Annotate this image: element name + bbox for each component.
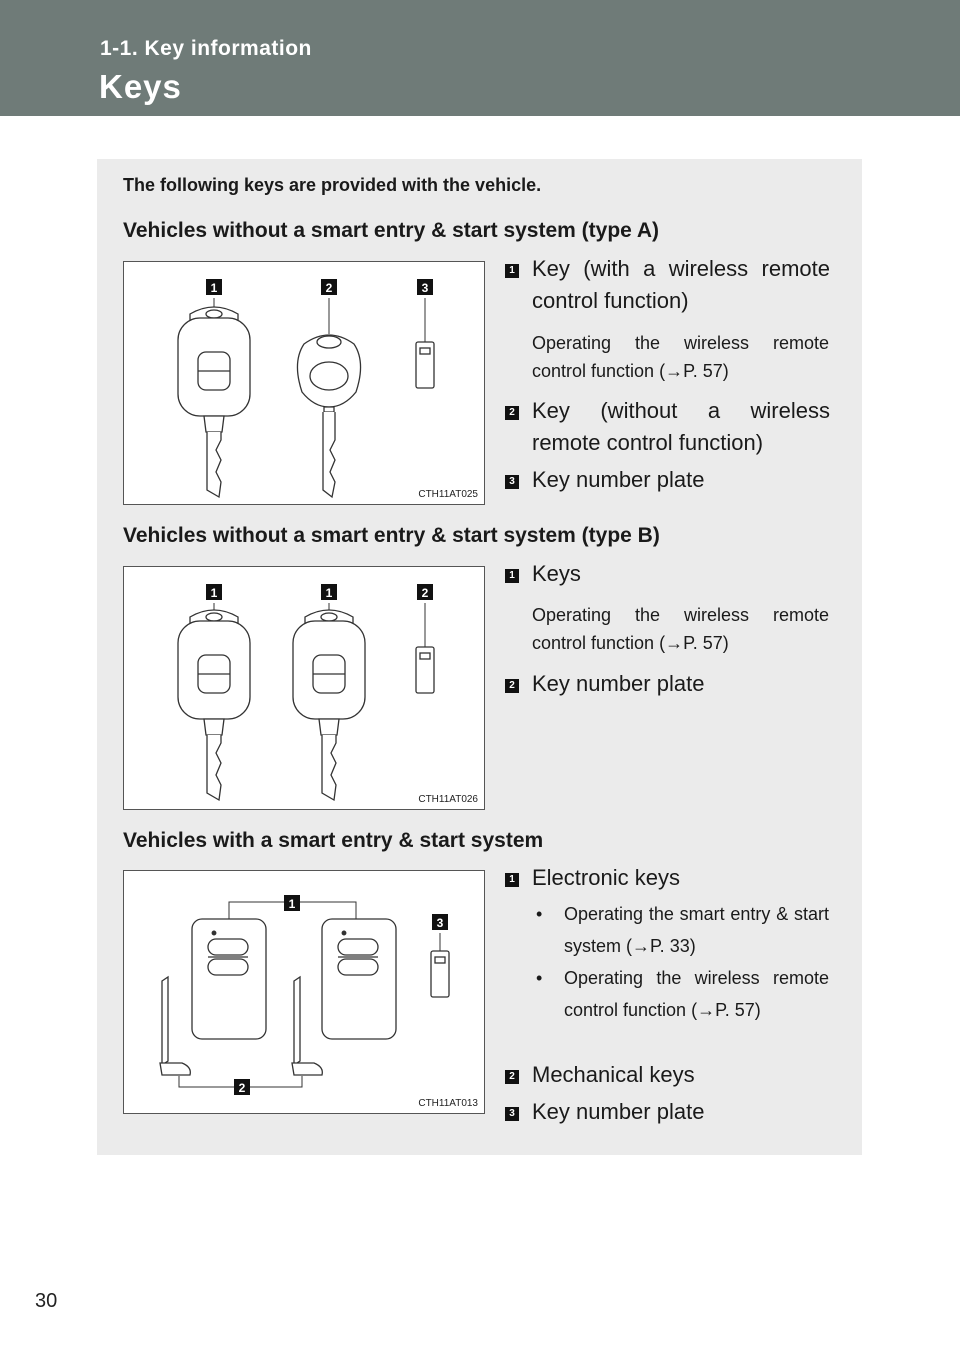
item-key-number-plate: 3 Key number plate bbox=[505, 1096, 830, 1128]
bullet-text: Operating the smart entry & start system… bbox=[564, 904, 829, 956]
keys-type-b-illustration: 1 1 2 bbox=[177, 584, 435, 802]
item-label: Mechanical keys bbox=[532, 1062, 695, 1087]
item-key-number-plate: 2 Key number plate bbox=[505, 668, 830, 700]
number-badge: 1 bbox=[505, 569, 519, 583]
item-note: Operating the wireless remote control fu… bbox=[532, 333, 829, 381]
bullet-smart-entry: • Operating the smart entry & start syst… bbox=[532, 898, 829, 962]
page-header: 1-1. Key information Keys bbox=[0, 0, 960, 116]
item-key-without-remote: 2 Key (without a wireless remote control… bbox=[505, 395, 830, 459]
mechanical-key-icon-second bbox=[291, 975, 323, 1076]
mechanical-key-icon bbox=[159, 975, 191, 1076]
item-label: Key number plate bbox=[532, 1099, 705, 1124]
svg-text:2: 2 bbox=[422, 586, 429, 600]
item-keys: 1 Keys bbox=[505, 558, 830, 590]
key-icon bbox=[296, 334, 362, 499]
page-number: 30 bbox=[35, 1290, 58, 1312]
keys-type-a-illustration: 1 2 3 bbox=[177, 279, 435, 499]
svg-text:3: 3 bbox=[422, 281, 429, 295]
electronic-key-icon-second bbox=[321, 918, 397, 1040]
heading-type-a: Vehicles without a smart entry & start s… bbox=[123, 219, 660, 242]
svg-text:1: 1 bbox=[211, 586, 218, 600]
bullet-wireless-remote: • Operating the wireless remote control … bbox=[532, 962, 829, 1026]
svg-text:1: 1 bbox=[289, 897, 296, 911]
callout-2: 2 bbox=[321, 279, 337, 334]
item-label: Electronic keys bbox=[532, 865, 680, 890]
figure-code: CTH11AT013 bbox=[418, 1098, 478, 1109]
number-badge: 2 bbox=[505, 1070, 519, 1084]
intro-text: The following keys are provided with the… bbox=[123, 175, 542, 195]
remote-key-icon bbox=[177, 306, 251, 499]
number-badge: 3 bbox=[505, 475, 519, 489]
section-label: 1-1. Key information bbox=[100, 37, 312, 60]
item-key-number-plate: 3 Key number plate bbox=[505, 464, 830, 496]
callout-2: 2 bbox=[417, 584, 433, 647]
bullet-mark: • bbox=[536, 968, 543, 988]
smart-keys-illustration: 1 2 3 bbox=[159, 895, 450, 1095]
number-badge: 1 bbox=[505, 873, 519, 887]
callout-3: 3 bbox=[432, 914, 448, 951]
key-number-plate-icon bbox=[430, 950, 450, 998]
figure-code: CTH11AT026 bbox=[418, 794, 478, 805]
bullet-text: Operating the wireless remote control fu… bbox=[564, 968, 829, 1020]
figure-smart-entry: 1 2 3 bbox=[123, 870, 485, 1114]
number-badge: 2 bbox=[505, 679, 519, 693]
svg-text:1: 1 bbox=[211, 281, 218, 295]
heading-smart-entry: Vehicles with a smart entry & start syst… bbox=[123, 829, 544, 852]
heading-type-b: Vehicles without a smart entry & start s… bbox=[123, 524, 660, 547]
item-label: Key (without a wireless remote control f… bbox=[532, 398, 830, 455]
bullet-mark: • bbox=[536, 904, 543, 924]
key-number-plate-icon bbox=[415, 341, 435, 389]
svg-text:2: 2 bbox=[326, 281, 333, 295]
figure-type-a: 1 2 3 bbox=[123, 261, 485, 505]
number-badge: 2 bbox=[505, 406, 519, 420]
callout-3: 3 bbox=[417, 279, 433, 342]
item-mechanical-keys: 2 Mechanical keys bbox=[505, 1059, 830, 1091]
number-badge: 3 bbox=[505, 1107, 519, 1121]
item-key-with-remote: 1 Key (with a wireless remote control fu… bbox=[505, 253, 830, 317]
item-electronic-keys: 1 Electronic keys bbox=[505, 862, 830, 894]
svg-text:2: 2 bbox=[239, 1081, 246, 1095]
item-label: Key number plate bbox=[532, 467, 705, 492]
remote-key-icon bbox=[177, 609, 251, 802]
page-title: Keys bbox=[99, 68, 182, 105]
item-note: Operating the wireless remote control fu… bbox=[532, 605, 829, 653]
figure-code: CTH11AT025 bbox=[418, 489, 478, 500]
number-badge: 1 bbox=[505, 264, 519, 278]
item-label: Key number plate bbox=[532, 671, 705, 696]
svg-text:3: 3 bbox=[437, 916, 444, 930]
electronic-key-icon bbox=[191, 918, 267, 1040]
remote-key-icon-second bbox=[292, 609, 366, 802]
item-label: Keys bbox=[532, 561, 581, 586]
key-number-plate-icon bbox=[415, 646, 435, 694]
item-label: Key (with a wireless remote control func… bbox=[532, 256, 830, 313]
figure-type-b: 1 1 2 bbox=[123, 566, 485, 810]
svg-text:1: 1 bbox=[326, 586, 333, 600]
